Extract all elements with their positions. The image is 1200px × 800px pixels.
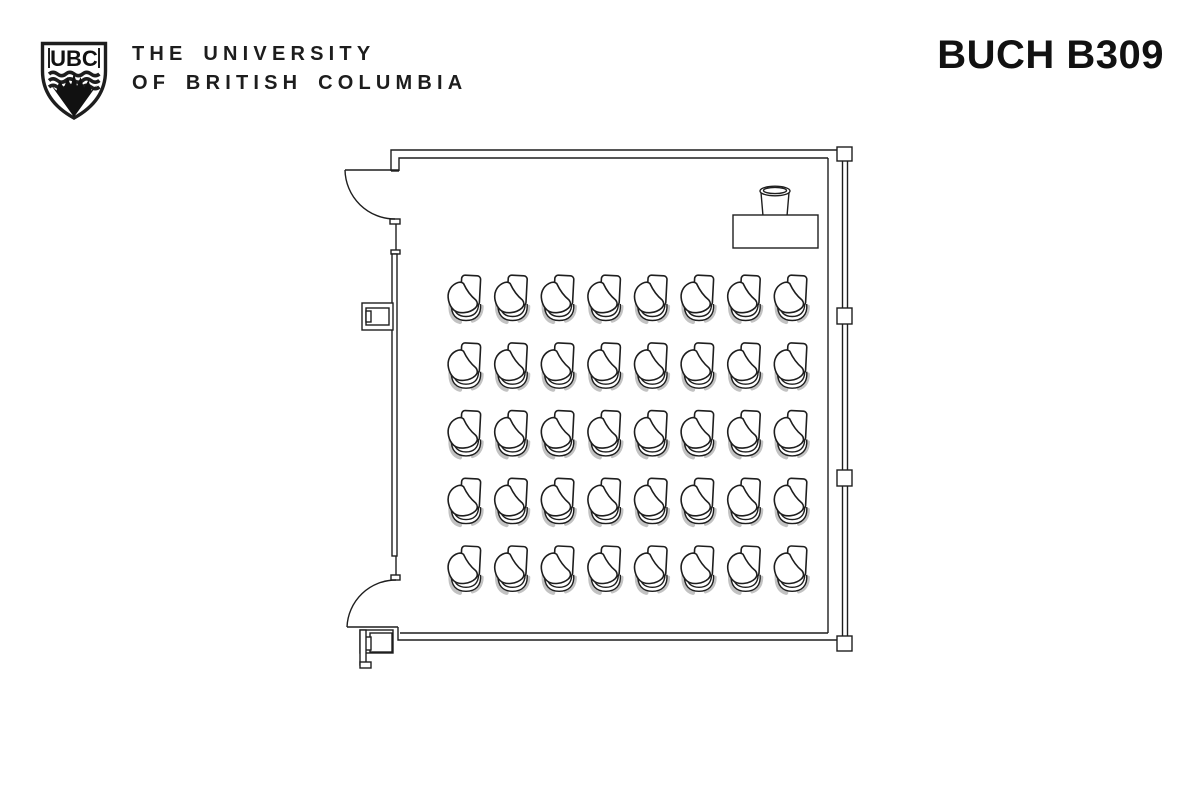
chair (448, 275, 482, 322)
chair (681, 343, 715, 390)
chair-grid (448, 275, 808, 593)
chair (541, 275, 575, 322)
door-swing-arc (344, 169, 396, 220)
window-wall-right (836, 146, 853, 652)
window-panel-left (389, 218, 401, 581)
university-name-line2: OF BRITISH COLUMBIA (132, 71, 468, 94)
room-title: BUCH B309 (937, 33, 1164, 77)
chair (728, 343, 762, 390)
chair (541, 343, 575, 390)
chair (774, 546, 808, 593)
chair (681, 546, 715, 593)
chair (495, 410, 529, 457)
chair (681, 478, 715, 525)
chair (541, 478, 575, 525)
chair (588, 546, 622, 593)
door-top-left (344, 169, 399, 220)
chair (588, 478, 622, 525)
ubc-logo: UBC (40, 41, 108, 120)
chair (448, 343, 482, 390)
university-name-line1: THE UNIVERSITY (132, 43, 376, 65)
chair (774, 478, 808, 525)
door-swing-arc (346, 579, 397, 628)
chair (588, 343, 622, 390)
chair (495, 275, 529, 322)
crest-acronym: UBC (50, 46, 98, 71)
chair (448, 410, 482, 457)
chair (588, 410, 622, 457)
chair (541, 546, 575, 593)
chair (635, 343, 669, 390)
chair (635, 478, 669, 525)
chair (728, 275, 762, 322)
wall-fixture-mid-left (361, 302, 394, 331)
chair (448, 546, 482, 593)
chair (774, 410, 808, 457)
instructor-table (732, 214, 819, 249)
chair (448, 478, 482, 525)
chair (635, 410, 669, 457)
chair (728, 410, 762, 457)
chair (635, 546, 669, 593)
chair (495, 478, 529, 525)
university-wordmark: THE UNIVERSITY OF BRITISH COLUMBIA (132, 40, 467, 97)
chair (728, 546, 762, 593)
instructor-station (732, 185, 819, 249)
wall-fixture-bottom-left (359, 629, 394, 669)
chair (681, 275, 715, 322)
door-bottom-left (346, 579, 398, 628)
chair (728, 478, 762, 525)
chair (541, 410, 575, 457)
chair (588, 275, 622, 322)
chair (495, 546, 529, 593)
chair (774, 275, 808, 322)
chair (635, 275, 669, 322)
chair (681, 410, 715, 457)
crest-torch-icon (51, 72, 97, 117)
room-walls (390, 149, 838, 641)
chair (774, 343, 808, 390)
chair (495, 343, 529, 390)
stool (759, 185, 791, 217)
